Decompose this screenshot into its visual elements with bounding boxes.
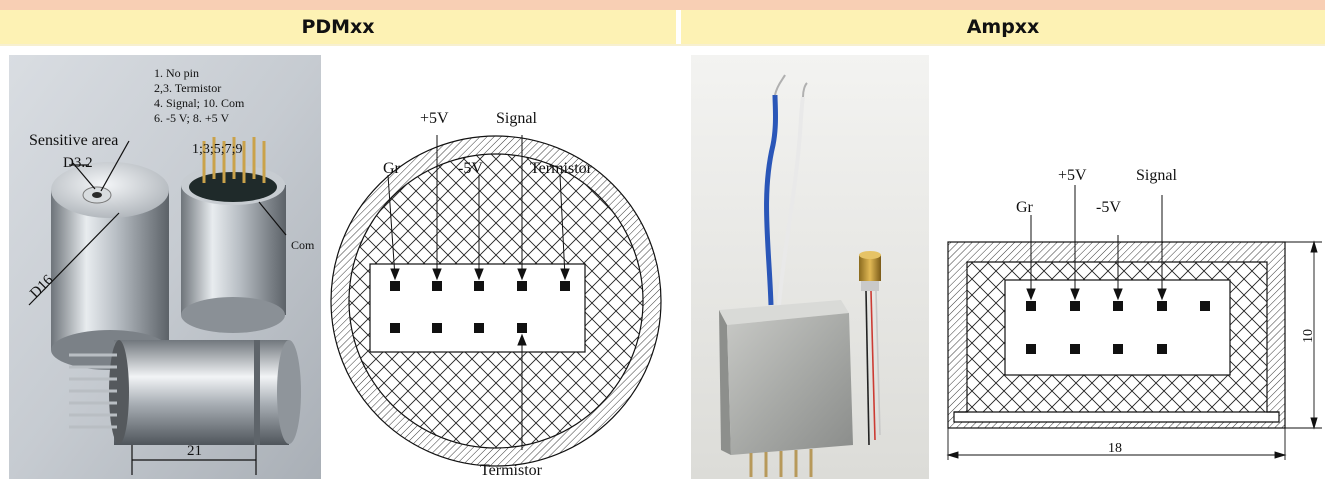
pin-legend-line-4: 6. -5 V; 8. +5 V xyxy=(154,111,229,125)
pin-legend-line-3: 4. Signal; 10. Com xyxy=(154,96,245,110)
diameter-label: D16 xyxy=(27,272,57,302)
pdm-pinout-diagram: Gr +5V -5V Signal Termistor Termistor xyxy=(330,110,662,479)
label-signal: Signal xyxy=(496,110,537,127)
header-divider xyxy=(0,44,1325,46)
panel-title-pdmxx: PDMxx xyxy=(0,10,676,44)
pdm-photo: 1. No pin 2,3. Termistor 4. Signal; 10. … xyxy=(9,55,321,479)
width-dimension: 18 xyxy=(1108,441,1122,456)
pin-legend-line-1: 1. No pin xyxy=(154,66,199,80)
pin-squares xyxy=(390,281,570,333)
pdm-photo-labels: 1. No pin 2,3. Termistor 4. Signal; 10. … xyxy=(27,66,315,459)
amp-photo xyxy=(691,55,929,479)
sensitive-area-label: Sensitive area xyxy=(29,132,118,149)
label-gr: Gr xyxy=(1016,199,1034,216)
label-termistor-top: Termistor xyxy=(530,160,593,177)
label-plus5v: +5V xyxy=(420,110,449,127)
panel-title-ampxx: Ampxx xyxy=(681,10,1325,44)
label-minus5v: -5V xyxy=(1096,199,1121,216)
pdm-photo-illustration xyxy=(9,55,321,479)
odd-pins-label: 1;3;5;7;9 xyxy=(192,142,243,157)
amp-pinout-diagram: Gr +5V -5V Signal 18 10 xyxy=(946,167,1322,460)
height-dimension: 10 xyxy=(1301,329,1316,343)
pin-legend-line-2: 2,3. Termistor xyxy=(154,81,221,95)
label-gr: Gr xyxy=(383,160,401,177)
connector-window xyxy=(369,263,586,353)
length-label: 21 xyxy=(187,443,202,459)
label-termistor-bottom: Termistor xyxy=(480,462,543,479)
label-plus5v: +5V xyxy=(1058,167,1087,184)
com-label: Com xyxy=(291,238,315,252)
header-gap xyxy=(676,10,681,44)
pin-squares xyxy=(1026,301,1210,354)
aperture-label: D3.2 xyxy=(63,155,93,171)
amp-photo-illustration xyxy=(691,55,929,479)
label-minus5v: -5V xyxy=(458,160,483,177)
top-accent-strip xyxy=(0,0,1325,10)
label-signal: Signal xyxy=(1136,167,1177,184)
